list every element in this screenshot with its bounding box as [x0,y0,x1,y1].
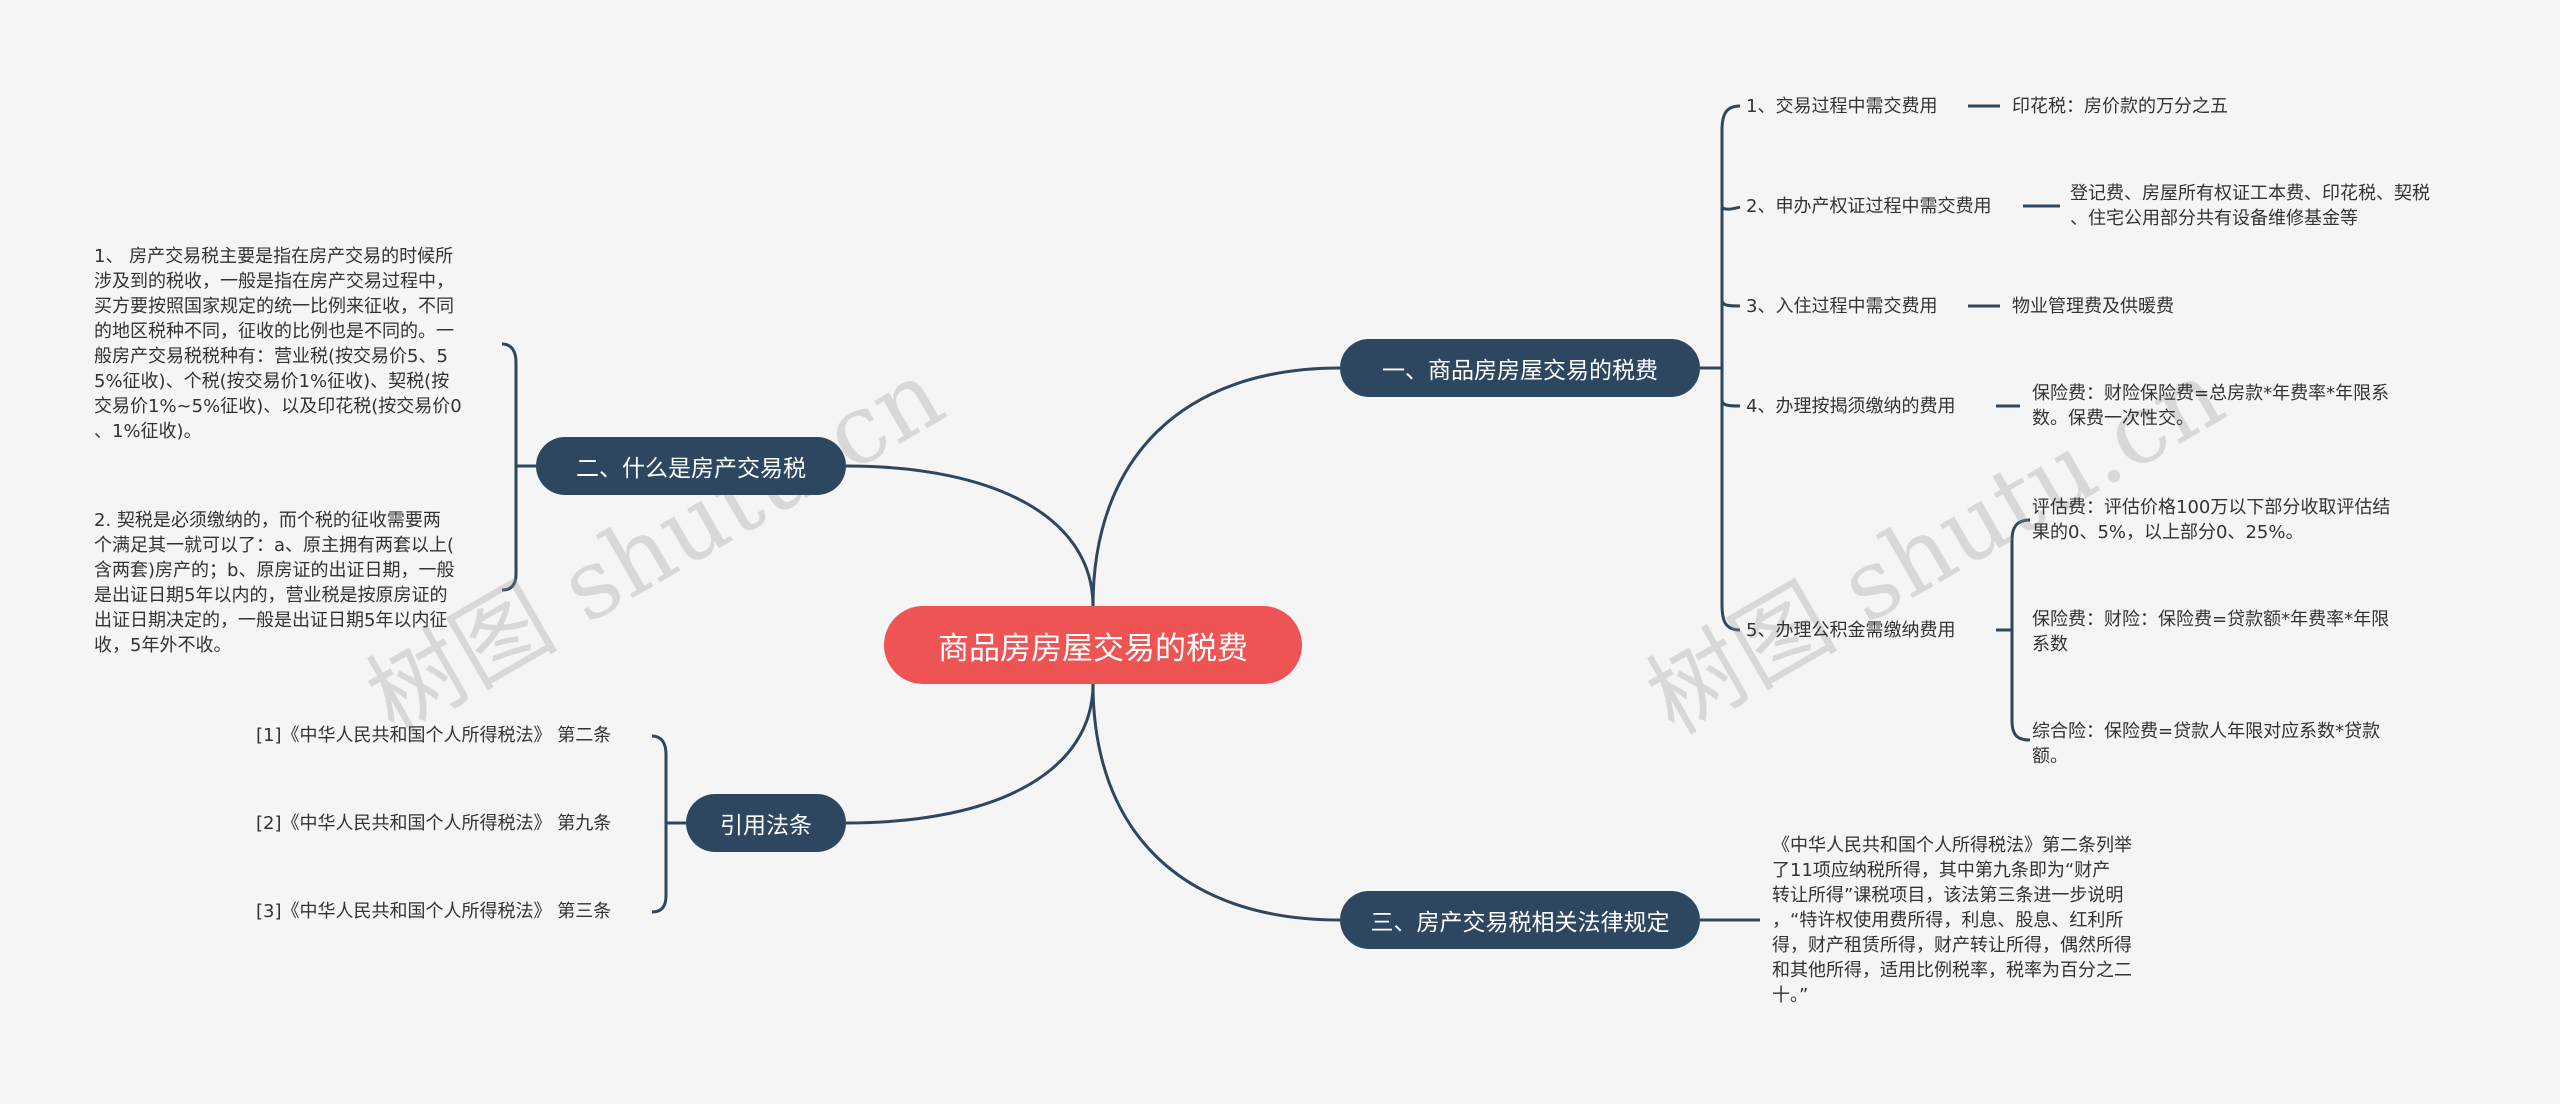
connector-refs-bracket [651,734,668,914]
detail-line: 额。 [2032,746,2068,767]
ref-item-1[interactable]: [1]《中华人民共和国个人所得税法》 第二条 [256,725,612,746]
fees-item-2-detail[interactable]: 登记费、房屋所有权证工本费、印花税、契税 、住宅公用部分共有设备维修基金等 [2070,181,2430,231]
detail-line: 登记费、房屋所有权证工本费、印花税、契税 [2070,183,2430,204]
detail-line: 数。保费一次性交。 [2032,408,2194,429]
detail-line: 果的0、5%，以上部分0、25%。 [2032,522,2304,543]
detail-line: 保险费：财险保险费=总房款*年费率*年限系 [2032,383,2390,404]
fees-item-3-detail[interactable]: 物业管理费及供暖费 [2012,296,2174,317]
branch-what[interactable]: 二、什么是房产交易税 [536,437,846,495]
law-line: 转让所得”课税项目，该法第三条进一步说明 [1772,885,2124,906]
para-line: 的地区税种不同，征收的比例也是不同的。一 [94,321,454,342]
fees-item-5-sub-3[interactable]: 综合险：保险费=贷款人年限对应系数*贷款 额。 [2032,719,2380,769]
connector-root-law [1091,683,1341,922]
detail-line: 保险费：财险：保险费=贷款额*年费率*年限 [2032,609,2390,630]
connector-item5-bracket [2010,518,2031,742]
connector-root-refs [845,683,1095,825]
law-line: 《中华人民共和国个人所得税法》第二条列举 [1772,835,2132,856]
para-line: 般房产交易税税种有：营业税(按交易价5、5 [94,346,448,367]
branch-law[interactable]: 三、房产交易税相关法律规定 [1340,891,1700,949]
law-line: 和其他所得，适用比例税率，税率为百分之二 [1772,960,2132,981]
para-line: 收，5年外不收。 [94,635,232,656]
detail-line: 综合险：保险费=贷款人年限对应系数*贷款 [2032,721,2381,742]
detail-line: 、住宅公用部分共有设备维修基金等 [2070,208,2358,229]
fees-item-4[interactable]: 4、办理按揭须缴纳的费用 [1746,396,1956,417]
para-line: 出证日期决定的，一般是出证日期5年以内征 [94,610,448,631]
para-line: 个满足其一就可以了：a、原主拥有两套以上( [94,535,455,556]
fees-item-1[interactable]: 1、交易过程中需交费用 [1746,96,1938,117]
law-line: ，“特许权使用费所得，利息、股息、红利所 [1772,910,2124,931]
detail-line: 评估费：评估价格100万以下部分收取评估结 [2032,497,2391,518]
para-line: 含两套)房产的；b、原房证的出证日期，一般 [94,560,455,581]
para-line: 5%征收)、个税(按交易价1%征收)、契税(按 [94,371,450,392]
fees-item-4-detail[interactable]: 保险费：财险保险费=总房款*年费率*年限系 数。保费一次性交。 [2032,381,2389,431]
para-line: 2. 契税是必须缴纳的，而个税的征收需要两 [94,510,441,531]
para-line: 涉及到的税收，一般是指在房产交易过程中， [94,271,454,292]
para-line: 、1%征收)。 [94,421,202,442]
fees-item-5-sub-1[interactable]: 评估费：评估价格100万以下部分收取评估结 果的0、5%，以上部分0、25%。 [2032,495,2390,545]
fees-item-2[interactable]: 2、申办产权证过程中需交费用 [1746,196,1992,217]
law-line: 得，财产租赁所得，财产转让所得，偶然所得 [1772,935,2132,956]
fees-item-5[interactable]: 5、办理公积金需缴纳费用 [1746,620,1956,641]
root-topic[interactable]: 商品房房屋交易的税费 [884,606,1302,684]
ref-item-3[interactable]: [3]《中华人民共和国个人所得税法》 第三条 [256,901,612,922]
para-line: 1、 房产交易税主要是指在房产交易的时候所 [94,246,454,267]
para-line: 交易价1%~5%征收)、以及印花税(按交易价0 [94,396,462,417]
connector-root-fees [1091,366,1341,607]
para-line: 买方要按照国家规定的统一比例来征收，不同 [94,296,454,317]
fees-item-1-detail[interactable]: 印花税：房价款的万分之五 [2012,96,2228,117]
what-paragraph-1[interactable]: 1、 房产交易税主要是指在房产交易的时候所 涉及到的税收，一般是指在房产交易过程… [94,244,462,444]
branch-fees[interactable]: 一、商品房房屋交易的税费 [1340,339,1700,397]
detail-line: 系数 [2032,634,2068,655]
law-line: 十。” [1772,985,1809,1006]
what-paragraph-2[interactable]: 2. 契税是必须缴纳的，而个税的征收需要两 个满足其一就可以了：a、原主拥有两套… [94,508,454,658]
connector-root-what [845,464,1095,607]
law-line: 了11项应纳税所得，其中第九条即为“财产 [1772,860,2111,881]
para-line: 是出证日期5年以内的，营业税是按原房证的 [94,585,448,606]
connector-what-bracket [501,342,518,592]
fees-item-3[interactable]: 3、入住过程中需交费用 [1746,296,1938,317]
branch-refs[interactable]: 引用法条 [686,794,846,852]
law-text[interactable]: 《中华人民共和国个人所得税法》第二条列举 了11项应纳税所得，其中第九条即为“财… [1772,833,2132,1008]
fees-item-5-sub-2[interactable]: 保险费：财险：保险费=贷款额*年费率*年限 系数 [2032,607,2389,657]
ref-item-2[interactable]: [2]《中华人民共和国个人所得税法》 第九条 [256,813,612,834]
